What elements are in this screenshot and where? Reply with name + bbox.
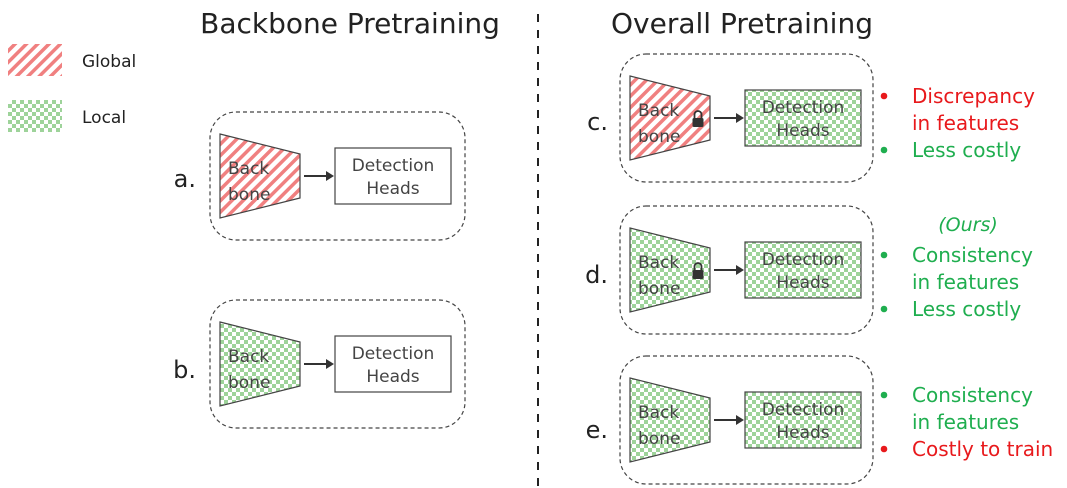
- detection-heads-label-line1: Detection: [762, 98, 845, 118]
- lock-shackle: [693, 110, 703, 118]
- lock-icon: [692, 110, 704, 127]
- note-text: in features: [912, 410, 1019, 434]
- backbone-label-line1: Back: [228, 347, 269, 367]
- detection-heads-label-line1: Detection: [762, 400, 845, 420]
- legend-global-label: Global: [82, 52, 136, 72]
- arrow-head: [736, 113, 744, 123]
- panel-container: [619, 53, 874, 183]
- backbone-label-line2: bone: [228, 185, 270, 205]
- note-text: Less costly: [912, 297, 1021, 321]
- legend-global-swatch: [8, 44, 62, 76]
- note-text: Less costly: [912, 138, 1021, 162]
- right-section-title: Overall Pretraining: [611, 7, 873, 40]
- detection-heads-label-line1: Detection: [762, 250, 845, 270]
- backbone-label-line2: bone: [638, 279, 680, 299]
- backbone-shape: [219, 321, 301, 407]
- backbone-label-line1: Back: [228, 159, 269, 179]
- panel-container: [619, 205, 874, 335]
- note-text: Consistency: [912, 243, 1033, 267]
- panel-label: e.: [586, 416, 608, 444]
- arrow-head: [736, 415, 744, 425]
- panel-label: c.: [587, 108, 608, 136]
- legend: Global Local: [8, 44, 136, 132]
- note-bullet: [880, 391, 888, 399]
- detection-heads-label-line2: Heads: [366, 367, 419, 387]
- lock-icon: [692, 262, 704, 279]
- detection-heads-label-line1: Detection: [352, 344, 435, 364]
- arrow-head: [326, 359, 334, 369]
- detection-heads-box: [744, 391, 862, 449]
- backbone-label-line1: Back: [638, 403, 679, 423]
- backbone-shape: [629, 227, 711, 313]
- backbone-shape: [219, 133, 301, 219]
- detection-heads-box: [744, 89, 862, 147]
- note-text: in features: [912, 111, 1019, 135]
- panels-layer: a.BackboneDetectionHeadsb.BackboneDetect…: [173, 53, 1053, 485]
- arrow-head: [326, 171, 334, 181]
- arrow-head: [736, 265, 744, 275]
- note-bullet: [880, 445, 888, 453]
- detection-heads-label-line2: Heads: [776, 423, 829, 443]
- panel-container: [209, 111, 466, 241]
- backbone-label-line1: Back: [638, 101, 679, 121]
- panel-label: d.: [585, 261, 608, 289]
- backbone-shape: [629, 75, 711, 161]
- backbone-label-line1: Back: [638, 253, 679, 273]
- lock-body: [692, 118, 704, 127]
- detection-heads-label-line2: Heads: [776, 273, 829, 293]
- note-bullet: [880, 305, 888, 313]
- note-bullet: [880, 92, 888, 100]
- panel-container: [619, 355, 874, 485]
- backbone-label-line2: bone: [638, 429, 680, 449]
- left-section-title: Backbone Pretraining: [200, 7, 500, 40]
- backbone-label-line2: bone: [228, 373, 270, 393]
- note-bullet: [880, 146, 888, 154]
- note-text: Costly to train: [912, 437, 1053, 461]
- detection-heads-label-line2: Heads: [776, 121, 829, 141]
- detection-heads-box: [334, 147, 452, 205]
- detection-heads-box: [334, 335, 452, 393]
- backbone-shape: [629, 377, 711, 463]
- detection-heads-label-line2: Heads: [366, 179, 419, 199]
- legend-local-label: Local: [82, 108, 126, 128]
- detection-heads-box: [744, 241, 862, 299]
- lock-body: [692, 270, 704, 279]
- panel-label: a.: [174, 165, 196, 193]
- lock-shackle: [693, 262, 703, 270]
- backbone-label-line2: bone: [638, 127, 680, 147]
- note-text: Discrepancy: [912, 84, 1035, 108]
- panel-label: b.: [173, 356, 196, 384]
- note-text: Consistency: [912, 383, 1033, 407]
- ours-tag: (Ours): [938, 214, 998, 236]
- note-text: in features: [912, 270, 1019, 294]
- legend-local-swatch: [8, 100, 62, 132]
- note-bullet: [880, 251, 888, 259]
- panel-container: [209, 299, 466, 429]
- detection-heads-label-line1: Detection: [352, 156, 435, 176]
